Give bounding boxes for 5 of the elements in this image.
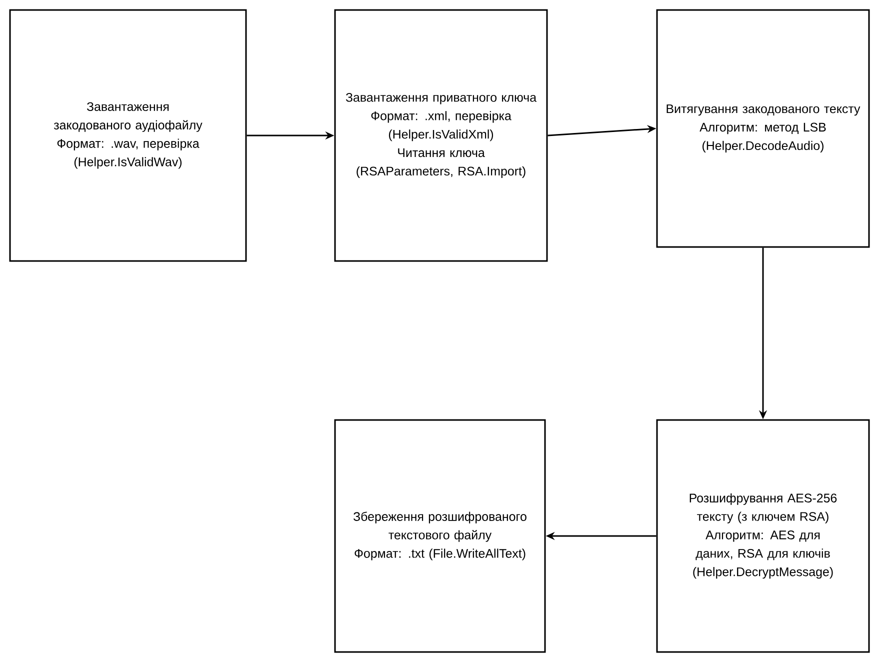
- process-box: Збереження розшифрованого текстового файлу Формат: .txt (File.WriteAllText): [334, 419, 546, 653]
- process-box: Завантаження закодованого аудіофайлу Формат: .wav, перевірка (Helper.IsValidWav): [9, 9, 247, 262]
- process-box: Завантаження приватного ключа Формат: .xml, перевірка (Helper.IsValidXml) Читання ключа (RSAParameters, RSA.Import): [334, 9, 548, 262]
- process-box: Розшифрування AES-256 тексту (з ключем RSA) Алгоритм: AES для даних, RSA для ключів (Helper.DecryptMessage): [656, 419, 870, 653]
- process-box: Витягування закодованого тексту Алгоритм: метод LSB (Helper.DecodeAudio): [656, 9, 870, 248]
